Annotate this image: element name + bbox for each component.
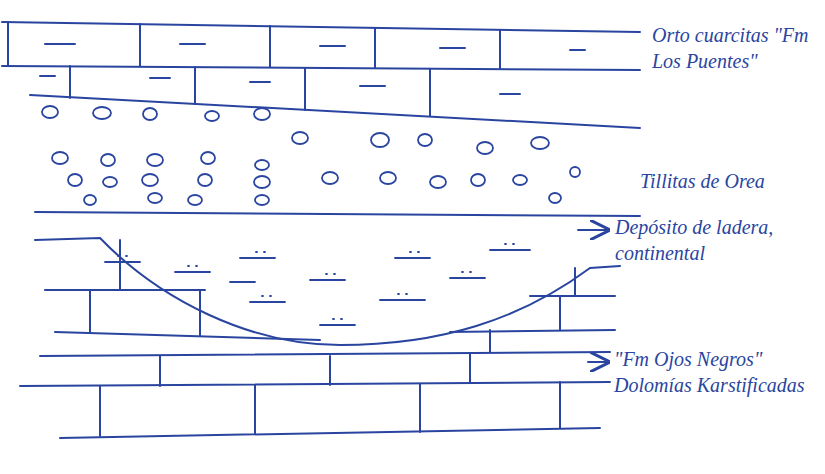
layer-label: Depósito de ladera, continental	[615, 214, 815, 266]
layer-label: Orto cuarcitas "Fm Los Puentes"	[652, 22, 820, 74]
layer-label: "Fm Ojos Negros" Dolomías Karstificadas	[614, 346, 819, 398]
layer-label: Tillitas de Orea	[640, 168, 820, 194]
